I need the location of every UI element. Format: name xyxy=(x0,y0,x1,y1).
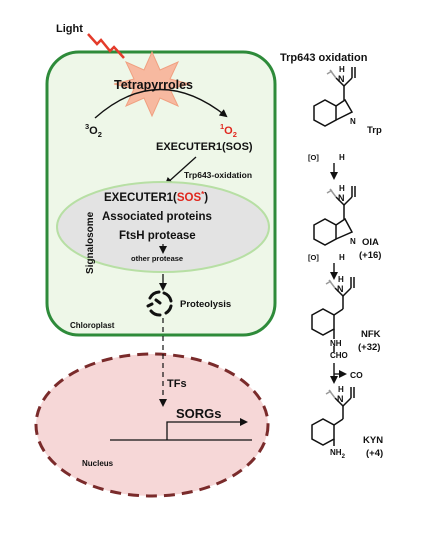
step-name-oia: OIA xyxy=(362,237,379,248)
singlet-oxygen: 1O2 xyxy=(220,122,237,139)
oia-n: N xyxy=(338,193,345,203)
sorgs-label: SORGs xyxy=(176,406,222,421)
step-name-trp: Trp xyxy=(367,125,382,136)
light-label: Light xyxy=(56,23,83,35)
nfk-n: N xyxy=(337,284,344,294)
nfk-h: H xyxy=(338,275,344,284)
step-mass-oia: (+16) xyxy=(359,250,381,261)
promoter-arrow xyxy=(166,418,248,440)
tetrapyrroles-label: Tetrapyrroles xyxy=(114,78,193,92)
signalosome-label: Signalosome xyxy=(85,211,96,274)
step1-reagent: [O] xyxy=(308,153,319,162)
lightning-bolt-icon xyxy=(87,33,125,59)
kyn-n: N xyxy=(337,394,344,404)
trp-ring-n: N xyxy=(350,117,356,126)
oxidation-arrow xyxy=(164,156,197,186)
tfs-label: TFs xyxy=(167,378,187,390)
ftsh-label: FtsH protease xyxy=(119,230,196,242)
kyn-h: H xyxy=(338,385,344,394)
step2-reagent: [O] xyxy=(308,253,319,262)
trp-h: H xyxy=(339,65,345,74)
oia-h: H xyxy=(339,184,345,193)
kyn-nh2: NH2 xyxy=(330,448,346,460)
other-protease-label: other protease xyxy=(131,254,183,263)
trp-n: N xyxy=(338,74,345,84)
trp-oxidation-title: Trp643 oxidation xyxy=(280,52,368,64)
nfk-nh: NH xyxy=(330,339,342,348)
nucleus-label: Nucleus xyxy=(82,459,114,468)
triplet-oxygen: 3O2 xyxy=(85,122,102,139)
starburst-icon xyxy=(113,50,191,118)
nucleus-compartment xyxy=(34,352,270,498)
step1-h: H xyxy=(339,153,345,162)
fragmented-circle-icon xyxy=(146,290,173,317)
nfk-structure xyxy=(311,277,355,352)
chloroplast-label: Chloroplast xyxy=(70,321,115,330)
step-mass-nfk: (+32) xyxy=(358,342,380,353)
signalosome-ellipse xyxy=(56,181,270,273)
associated-proteins-label: Associated proteins xyxy=(102,211,212,223)
step-name-nfk: NFK xyxy=(361,329,381,340)
step-name-kyn: KYN xyxy=(363,435,383,446)
trp-oxidation-label: Trp643-oxidation xyxy=(184,170,252,180)
step-mass-kyn: (+4) xyxy=(366,448,383,459)
co-label: CO xyxy=(350,370,363,380)
nfk-cho: CHO xyxy=(330,351,348,360)
oia-structure xyxy=(313,186,356,246)
executer-oxidized-label: EXECUTER1(SOS*) xyxy=(104,190,208,204)
trp-structure xyxy=(313,67,356,127)
kyn-structure xyxy=(311,387,355,446)
oia-ring-n: N xyxy=(350,237,356,246)
excitation-arrow xyxy=(94,88,228,119)
proteolysis-label: Proteolysis xyxy=(180,299,231,310)
step2-h: H xyxy=(339,253,345,262)
executer-label: EXECUTER1(SOS) xyxy=(156,141,253,153)
